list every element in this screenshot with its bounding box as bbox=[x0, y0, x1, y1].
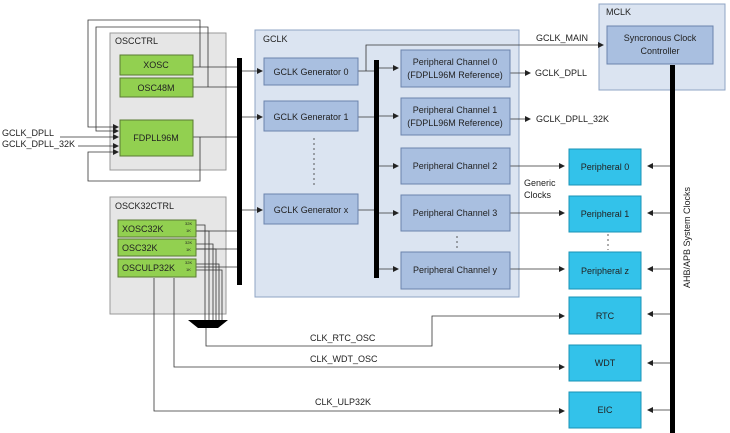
xosc32k-32k-tap: 32K bbox=[185, 221, 192, 226]
gclk-main-label: GCLK_MAIN bbox=[536, 33, 588, 43]
peripheral-1-block: Peripheral 1 bbox=[568, 195, 642, 233]
clk-wdt-osc-label: CLK_WDT_OSC bbox=[310, 354, 378, 364]
peripheral-channel-0-label: Peripheral Channel 0 bbox=[413, 57, 498, 67]
gclk-generator-1: GCLK Generator 1 bbox=[263, 100, 359, 132]
gclk-dpll-32k-output-label: GCLK_DPLL_32K bbox=[536, 114, 609, 124]
osc48m-block: OSC48M bbox=[119, 77, 194, 98]
xosc32k-block: XOSC32K 32K 1K bbox=[117, 219, 197, 238]
peripheral-channel-2: Peripheral Channel 2 bbox=[400, 147, 511, 185]
sync-clock-controller-sublabel: Controller bbox=[640, 46, 679, 56]
gclk-dpll-output-label: GCLK_DPLL bbox=[535, 68, 587, 78]
rtc-block: RTC bbox=[568, 296, 642, 335]
xosc-block: XOSC bbox=[119, 54, 194, 76]
peripheral-channel-y: Peripheral Channel y bbox=[400, 251, 511, 290]
peripheral-channel-y-label: Peripheral Channel y bbox=[413, 265, 498, 275]
peripheral-channel-2-label: Peripheral Channel 2 bbox=[413, 161, 498, 171]
osck32ctrl-title: OSCK32CTRL bbox=[115, 201, 174, 211]
system-clock-bus bbox=[670, 65, 675, 433]
gclk-generator-1-label: GCLK Generator 1 bbox=[273, 112, 348, 122]
peripheral-1-label: Peripheral 1 bbox=[581, 209, 630, 219]
peripheral-channel-3: Peripheral Channel 3 bbox=[400, 194, 511, 232]
osculp32k-1k-tap: 1K bbox=[186, 267, 191, 272]
fdpll96m-label: FDPLL96M bbox=[133, 133, 179, 143]
peripheral-0-label: Peripheral 0 bbox=[581, 162, 630, 172]
mux-triangle bbox=[188, 320, 228, 328]
gclk-title: GCLK bbox=[263, 34, 288, 44]
peripheral-z-label: Peripheral z bbox=[581, 266, 630, 276]
eic-block: EIC bbox=[568, 391, 642, 429]
gclk-generator-x: GCLK Generator x bbox=[263, 193, 359, 225]
wiring bbox=[60, 19, 672, 414]
peripheral-channel-1-sublabel: (FDPLL96M Reference) bbox=[407, 118, 503, 128]
sync-clock-controller-label: Syncronous Clock bbox=[624, 33, 697, 43]
peripheral-channel-0: Peripheral Channel 0 (FDPLL96M Reference… bbox=[400, 49, 511, 88]
osc32k-1k-tap: 1K bbox=[186, 247, 191, 252]
generic-clocks-sublabel: Clocks bbox=[524, 190, 552, 200]
osculp32k-label: OSCULP32K bbox=[122, 263, 175, 273]
gclk-generator-x-label: GCLK Generator x bbox=[274, 205, 349, 215]
xosc32k-label: XOSC32K bbox=[122, 224, 164, 234]
wdt-block: WDT bbox=[568, 344, 642, 382]
peripheral-channel-1-label: Peripheral Channel 1 bbox=[413, 105, 498, 115]
peripheral-0-block: Peripheral 0 bbox=[568, 148, 642, 186]
rtc-label: RTC bbox=[596, 311, 615, 321]
fdpll96m-block: FDPLL96M bbox=[119, 119, 194, 157]
osculp32k-block: OSCULP32K 32K 1K bbox=[117, 258, 197, 278]
sync-clock-controller: Syncronous Clock Controller bbox=[606, 25, 714, 65]
gclk-dpll-32k-input-label: GCLK_DPLL_32K bbox=[2, 139, 75, 149]
mclk-title: MCLK bbox=[606, 7, 631, 17]
osc-source-bus bbox=[237, 58, 242, 285]
wdt-label: WDT bbox=[595, 358, 616, 368]
gclk-generator-0: GCLK Generator 0 bbox=[263, 57, 359, 86]
system-bus-label: AHB/APB System Clocks bbox=[682, 186, 692, 288]
gclk-dpll-input-label: GCLK_DPLL bbox=[2, 128, 54, 138]
peripheral-z-block: Peripheral z bbox=[568, 251, 642, 290]
oscctrl-title: OSCCTRL bbox=[115, 36, 158, 46]
osc32k-block: OSC32K 32K 1K bbox=[117, 238, 197, 257]
osc48m-label: OSC48M bbox=[137, 83, 174, 93]
clk-ulp32k-label: CLK_ULP32K bbox=[315, 397, 371, 407]
osc32k-label: OSC32K bbox=[122, 243, 158, 253]
gclk-generator-0-label: GCLK Generator 0 bbox=[273, 67, 348, 77]
xosc32k-1k-tap: 1K bbox=[186, 228, 191, 233]
peripheral-channel-0-sublabel: (FDPLL96M Reference) bbox=[407, 70, 503, 80]
peripheral-channel-3-label: Peripheral Channel 3 bbox=[413, 208, 498, 218]
eic-label: EIC bbox=[597, 405, 613, 415]
peripheral-channel-1: Peripheral Channel 1 (FDPLL96M Reference… bbox=[400, 97, 511, 136]
generic-clocks-label: Generic bbox=[524, 178, 556, 188]
osculp32k-32k-tap: 32K bbox=[185, 260, 192, 265]
osc32k-32k-tap: 32K bbox=[185, 240, 192, 245]
generator-bus bbox=[374, 60, 379, 278]
clk-rtc-osc-label: CLK_RTC_OSC bbox=[310, 333, 376, 343]
xosc-label: XOSC bbox=[143, 60, 169, 70]
